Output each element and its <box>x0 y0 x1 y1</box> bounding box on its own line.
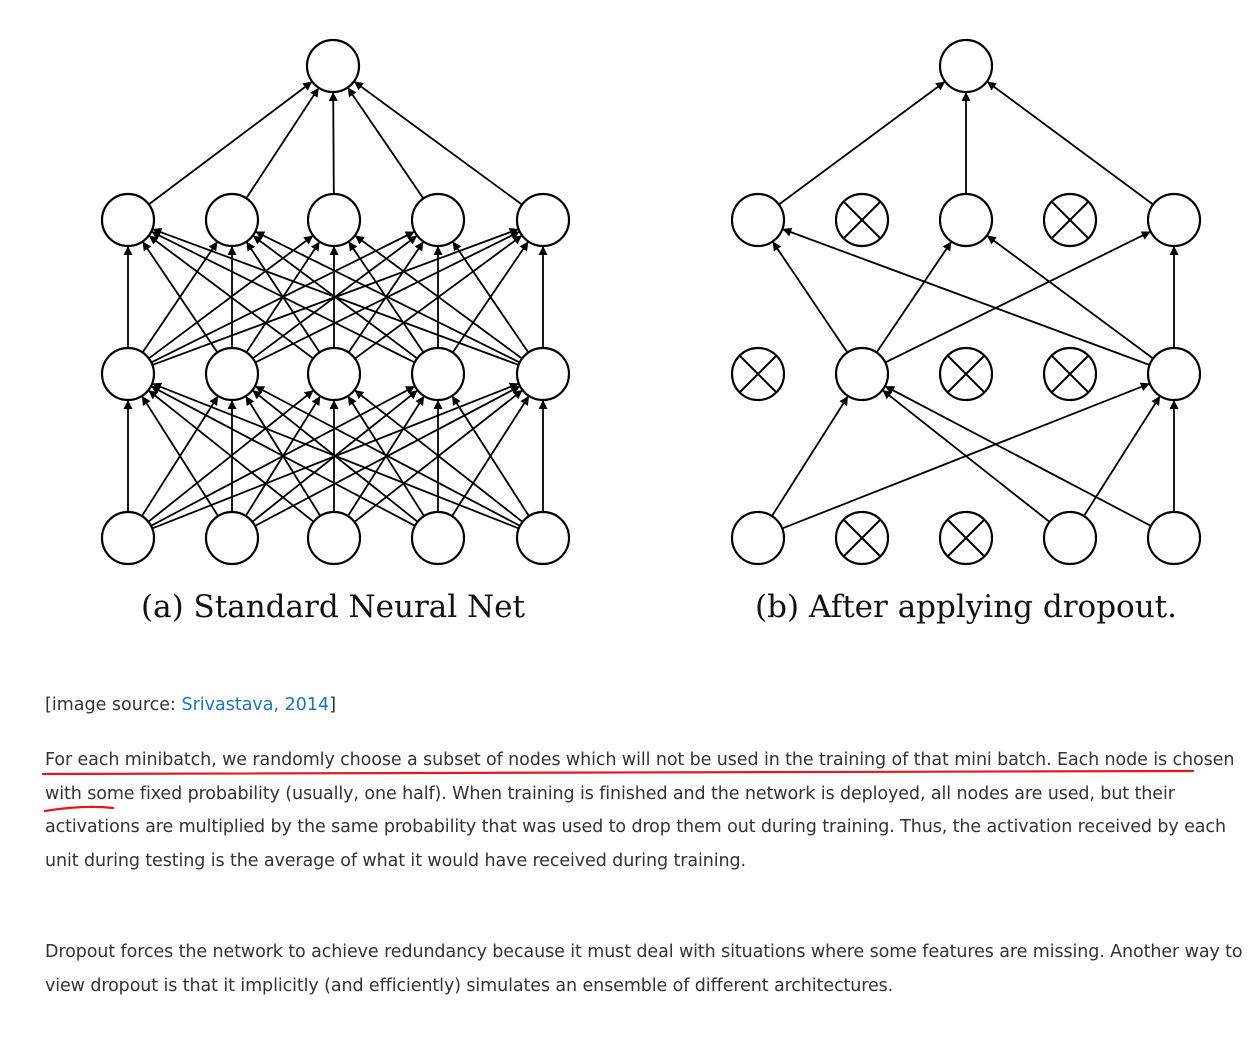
source-prefix: [image source: <box>45 695 182 715</box>
hidden-neuron <box>1146 346 1202 402</box>
connection-arrow <box>881 389 1051 523</box>
dropout-figure: (a) Standard Neural Net (b) After applyi… <box>100 38 1202 625</box>
connection-arrow <box>771 241 849 353</box>
connection-arrow <box>782 227 1150 366</box>
dropped-cross-mark <box>1050 200 1090 240</box>
dropped-cross-mark <box>842 200 882 240</box>
hidden-neuron <box>1146 192 1202 248</box>
image-source: [image source: Srivastava, 2014] <box>45 692 336 718</box>
hidden-neuron <box>515 346 571 402</box>
connection-arrow <box>328 91 338 195</box>
connection-arrow <box>152 227 519 366</box>
hidden-neuron <box>730 192 786 248</box>
hidden-neuron <box>100 192 156 248</box>
connection-arrow <box>245 87 320 199</box>
caption-dropout: (b) After applying dropout. <box>755 589 1177 625</box>
dropped-cross-mark <box>946 354 986 394</box>
paragraph-2: Dropout forces the network to achieve re… <box>45 942 1243 996</box>
output-neuron <box>938 38 994 94</box>
input-neuron <box>1042 510 1098 566</box>
connection-arrow <box>875 241 953 353</box>
connection-arrow <box>884 230 1152 364</box>
dropped-cross-mark <box>738 354 778 394</box>
input-neuron <box>730 510 786 566</box>
caption-standard-net: (a) Standard Neural Net <box>141 589 525 625</box>
standard-network-diagram <box>100 38 571 566</box>
connection-arrow <box>346 86 425 200</box>
hidden-neuron <box>306 346 362 402</box>
connection-arrow <box>884 385 1152 527</box>
connection-arrow <box>151 382 520 530</box>
input-neuron <box>515 510 571 566</box>
hidden-neuron <box>306 192 362 248</box>
dropped-cross-mark <box>946 518 986 558</box>
hidden-neuron <box>204 346 260 402</box>
hidden-neuron <box>100 346 156 402</box>
connection-arrow <box>353 389 524 523</box>
dropped-cross-mark <box>842 518 882 558</box>
connection-arrow <box>148 234 314 360</box>
dropped-cross-mark <box>1050 354 1090 394</box>
connection-arrow <box>254 230 521 364</box>
connection-arrow <box>1083 395 1161 517</box>
connection-arrow <box>451 240 530 354</box>
connection-arrow <box>986 234 1154 360</box>
input-neuron <box>410 510 466 566</box>
connection-arrow <box>150 230 416 364</box>
connection-arrow <box>778 80 946 206</box>
connection-arrow <box>254 385 521 527</box>
connection-arrow <box>771 395 849 517</box>
underlined-sentence: For each minibatch, we randomly choose a… <box>45 750 1052 770</box>
paragraph-1-rest: Each node is chosen with some fixed prob… <box>45 750 1235 871</box>
hidden-neuron <box>204 192 260 248</box>
hidden-neuron <box>410 192 466 248</box>
connection-arrow <box>354 234 523 360</box>
connection-arrow <box>353 80 523 206</box>
connection-arrow <box>150 385 416 527</box>
connection-arrow <box>141 395 219 517</box>
hidden-neuron <box>515 192 571 248</box>
input-neuron <box>204 510 260 566</box>
connection-arrow <box>148 80 313 206</box>
connection-arrow <box>451 395 530 517</box>
connection-arrow <box>141 241 219 353</box>
input-neuron <box>306 510 362 566</box>
dropout-network-diagram <box>730 38 1202 566</box>
paragraph-1: For each minibatch, we randomly choose a… <box>45 744 1245 878</box>
hidden-neuron <box>834 346 890 402</box>
input-neuron <box>100 510 156 566</box>
source-suffix: ] <box>329 695 337 715</box>
connection-arrow <box>986 80 1154 206</box>
input-neuron <box>1146 510 1202 566</box>
output-neuron <box>305 38 361 94</box>
source-link[interactable]: Srivastava, 2014 <box>181 695 330 715</box>
hidden-neuron <box>938 192 994 248</box>
connection-arrow <box>147 389 315 523</box>
hidden-neuron <box>410 346 466 402</box>
